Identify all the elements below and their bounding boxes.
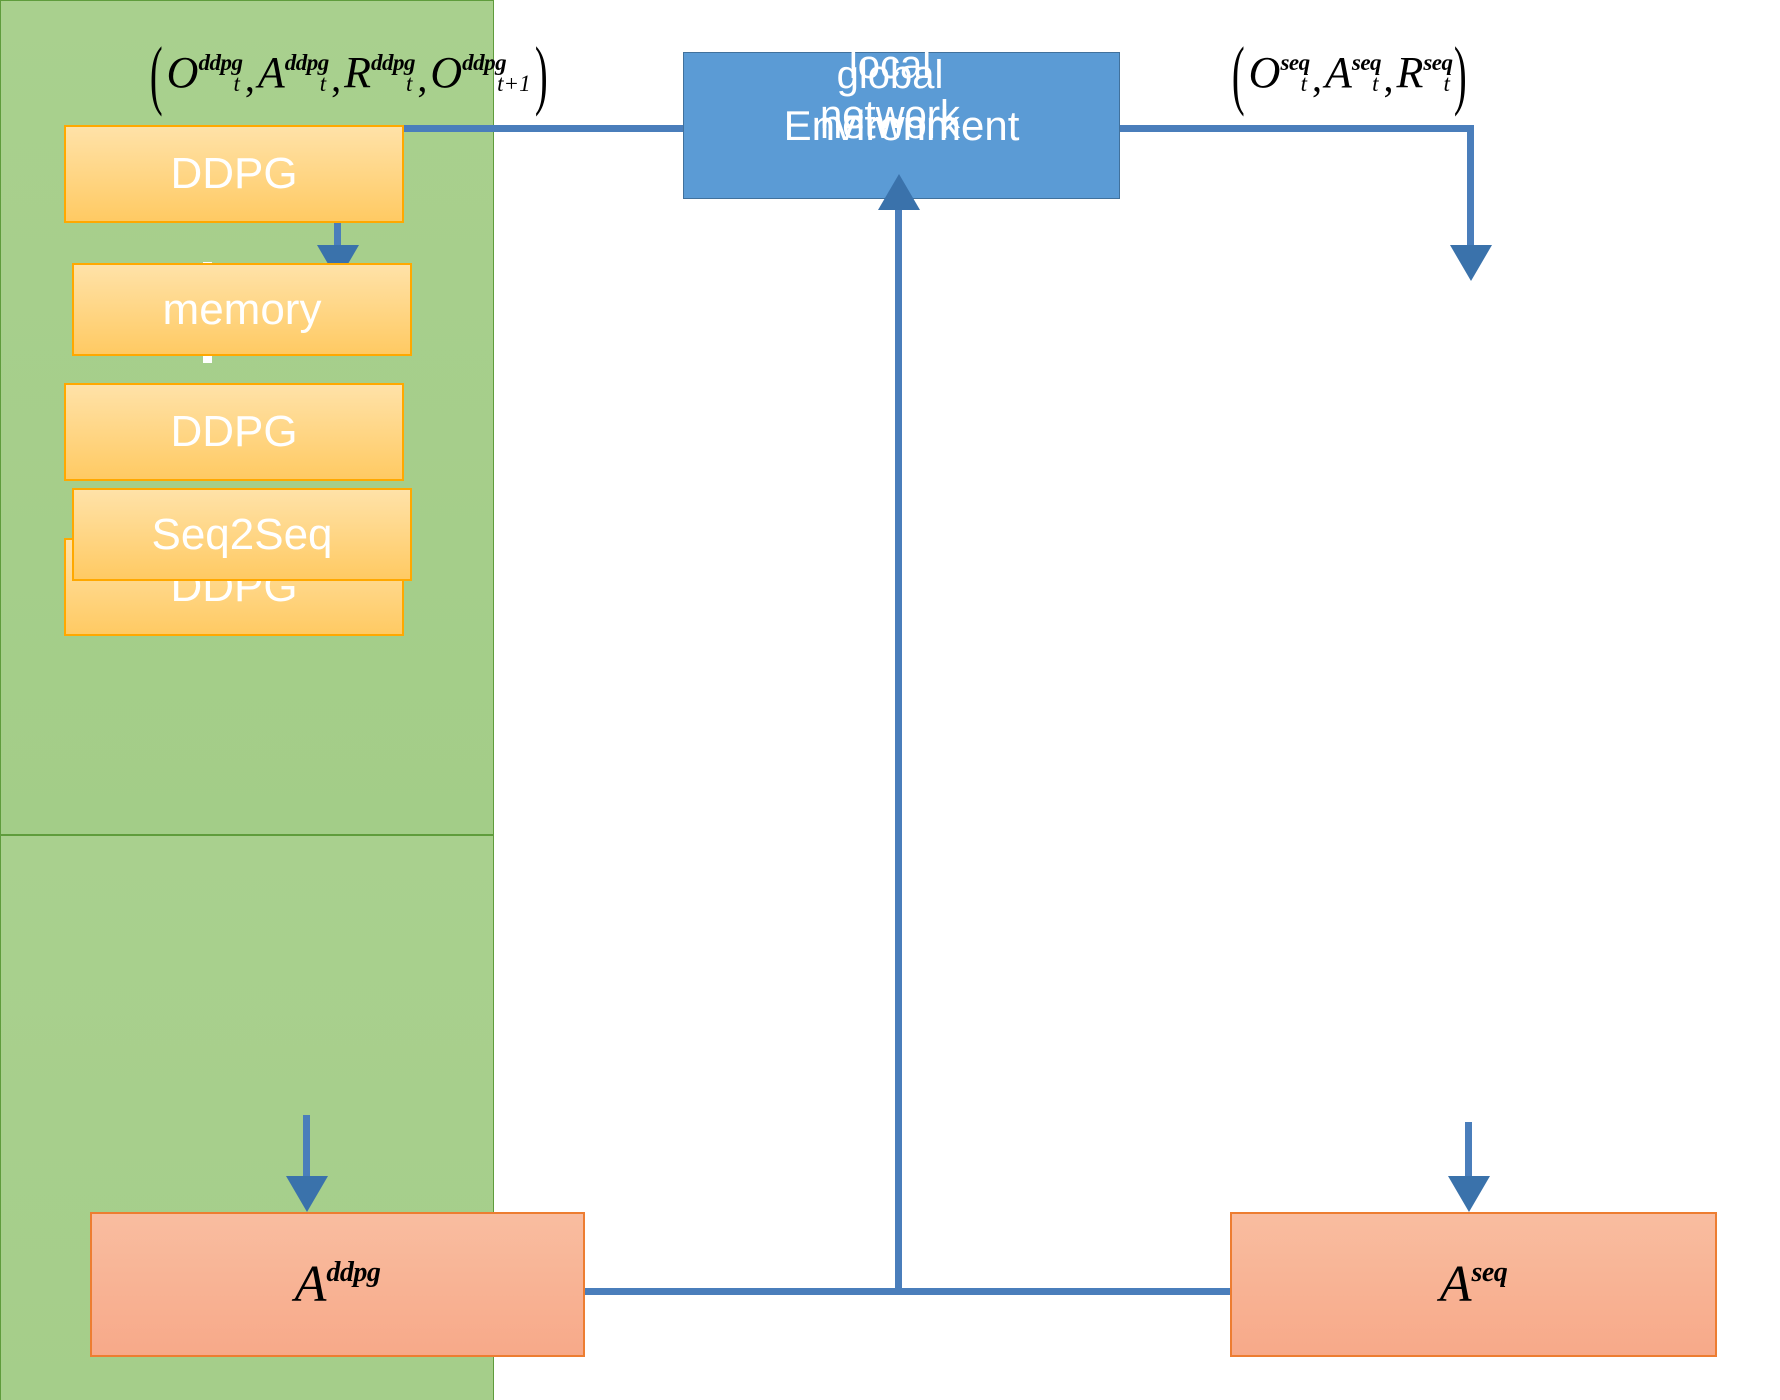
left-close-paren: ) <box>534 32 548 118</box>
local-module-ddpg-1[interactable]: DDPG <box>64 125 404 223</box>
global-module-memory[interactable]: memory <box>72 263 412 356</box>
arrow-env-to-global-icon <box>1450 245 1492 281</box>
right-term-1-base: A <box>1325 48 1352 97</box>
global-network-title-line1: global <box>836 53 944 97</box>
action-seq-formula: Aseq <box>1439 1255 1508 1313</box>
connector-global-to-action-vertical <box>1465 1122 1472 1188</box>
action-seq-box[interactable]: Aseq <box>1230 1212 1717 1357</box>
left-term-2-sup: ddpg <box>371 50 416 75</box>
local-network-title-line1: local <box>848 43 932 87</box>
left-tuple-formula: (Oddpgt,Addpgt,Rddpgt,Oddpgt+1) <box>146 36 551 114</box>
left-term-0-sub: t <box>233 71 240 96</box>
global-network-title: global network <box>0 50 1780 150</box>
left-term-0-base: O <box>166 48 199 97</box>
left-term-3-base: O <box>430 48 463 97</box>
left-term-3-sub: t+1 <box>497 71 531 96</box>
action-ddpg-box[interactable]: Addpg <box>90 1212 585 1357</box>
connector-actions-to-env-vertical <box>895 208 902 1293</box>
local-module-ddpg-2-label: DDPG <box>170 407 298 456</box>
environment-label: Environment <box>783 101 1020 149</box>
left-comma-2: , <box>417 55 428 100</box>
right-term-1-sup: seq <box>1351 50 1382 75</box>
right-term-1-sub: t <box>1372 71 1379 96</box>
left-term-0-sup: ddpg <box>198 50 243 75</box>
left-comma-1: , <box>331 55 342 100</box>
local-module-ddpg-2[interactable]: DDPG <box>64 383 404 481</box>
connector-local-to-action-vertical <box>303 1115 310 1188</box>
connector-actions-horizontal <box>585 1288 1235 1295</box>
connector-env-to-global-vertical <box>1467 125 1474 255</box>
global-module-seq2seq[interactable]: Seq2Seq <box>72 488 412 581</box>
left-term-2-sub: t <box>406 71 413 96</box>
local-network-title-line2: network <box>819 93 961 137</box>
global-module-memory-label: memory <box>162 284 322 334</box>
right-comma-1: , <box>1383 55 1394 100</box>
arrow-global-to-action-icon <box>1448 1176 1490 1212</box>
global-network-title-line2: network <box>819 103 961 147</box>
right-tuple-formula: (Oseqt,Aseqt,Rseqt) <box>1228 36 1471 114</box>
action-ddpg-base: A <box>294 1255 327 1313</box>
right-term-0-sup: seq <box>1280 50 1310 75</box>
left-term-2-base: R <box>344 48 371 97</box>
local-network-title: local network <box>0 40 1780 140</box>
action-ddpg-sup: ddpg <box>326 1256 381 1288</box>
right-term-2-sub: t <box>1443 71 1450 96</box>
action-ddpg-formula: Addpg <box>294 1255 381 1313</box>
left-term-1-sub: t <box>319 71 327 96</box>
right-term-0-base: O <box>1248 48 1281 97</box>
left-term-3-sup: ddpg <box>462 50 507 75</box>
right-term-2-base: R <box>1396 48 1424 97</box>
action-seq-sup: seq <box>1471 1256 1508 1288</box>
right-open-paren: ( <box>1231 32 1245 118</box>
arrow-actions-to-env-icon <box>878 174 920 210</box>
right-term-2-sup: seq <box>1423 50 1453 75</box>
connector-env-to-global-horizontal <box>1118 125 1474 132</box>
right-comma-0: , <box>1312 55 1322 100</box>
ellipsis-dot <box>203 354 212 363</box>
left-comma-0: , <box>244 55 255 100</box>
left-open-paren: ( <box>149 32 163 118</box>
local-module-ddpg-1-label: DDPG <box>170 149 298 198</box>
right-term-0-sub: t <box>1300 71 1307 96</box>
connector-env-to-local-horizontal <box>334 125 686 132</box>
left-term-1-sup: ddpg <box>284 50 330 75</box>
right-close-paren: ) <box>1453 32 1467 118</box>
left-term-1-base: A <box>257 48 285 97</box>
arrow-local-to-action-icon <box>286 1176 328 1212</box>
action-seq-base: A <box>1439 1255 1472 1313</box>
global-module-seq2seq-label: Seq2Seq <box>151 509 333 559</box>
